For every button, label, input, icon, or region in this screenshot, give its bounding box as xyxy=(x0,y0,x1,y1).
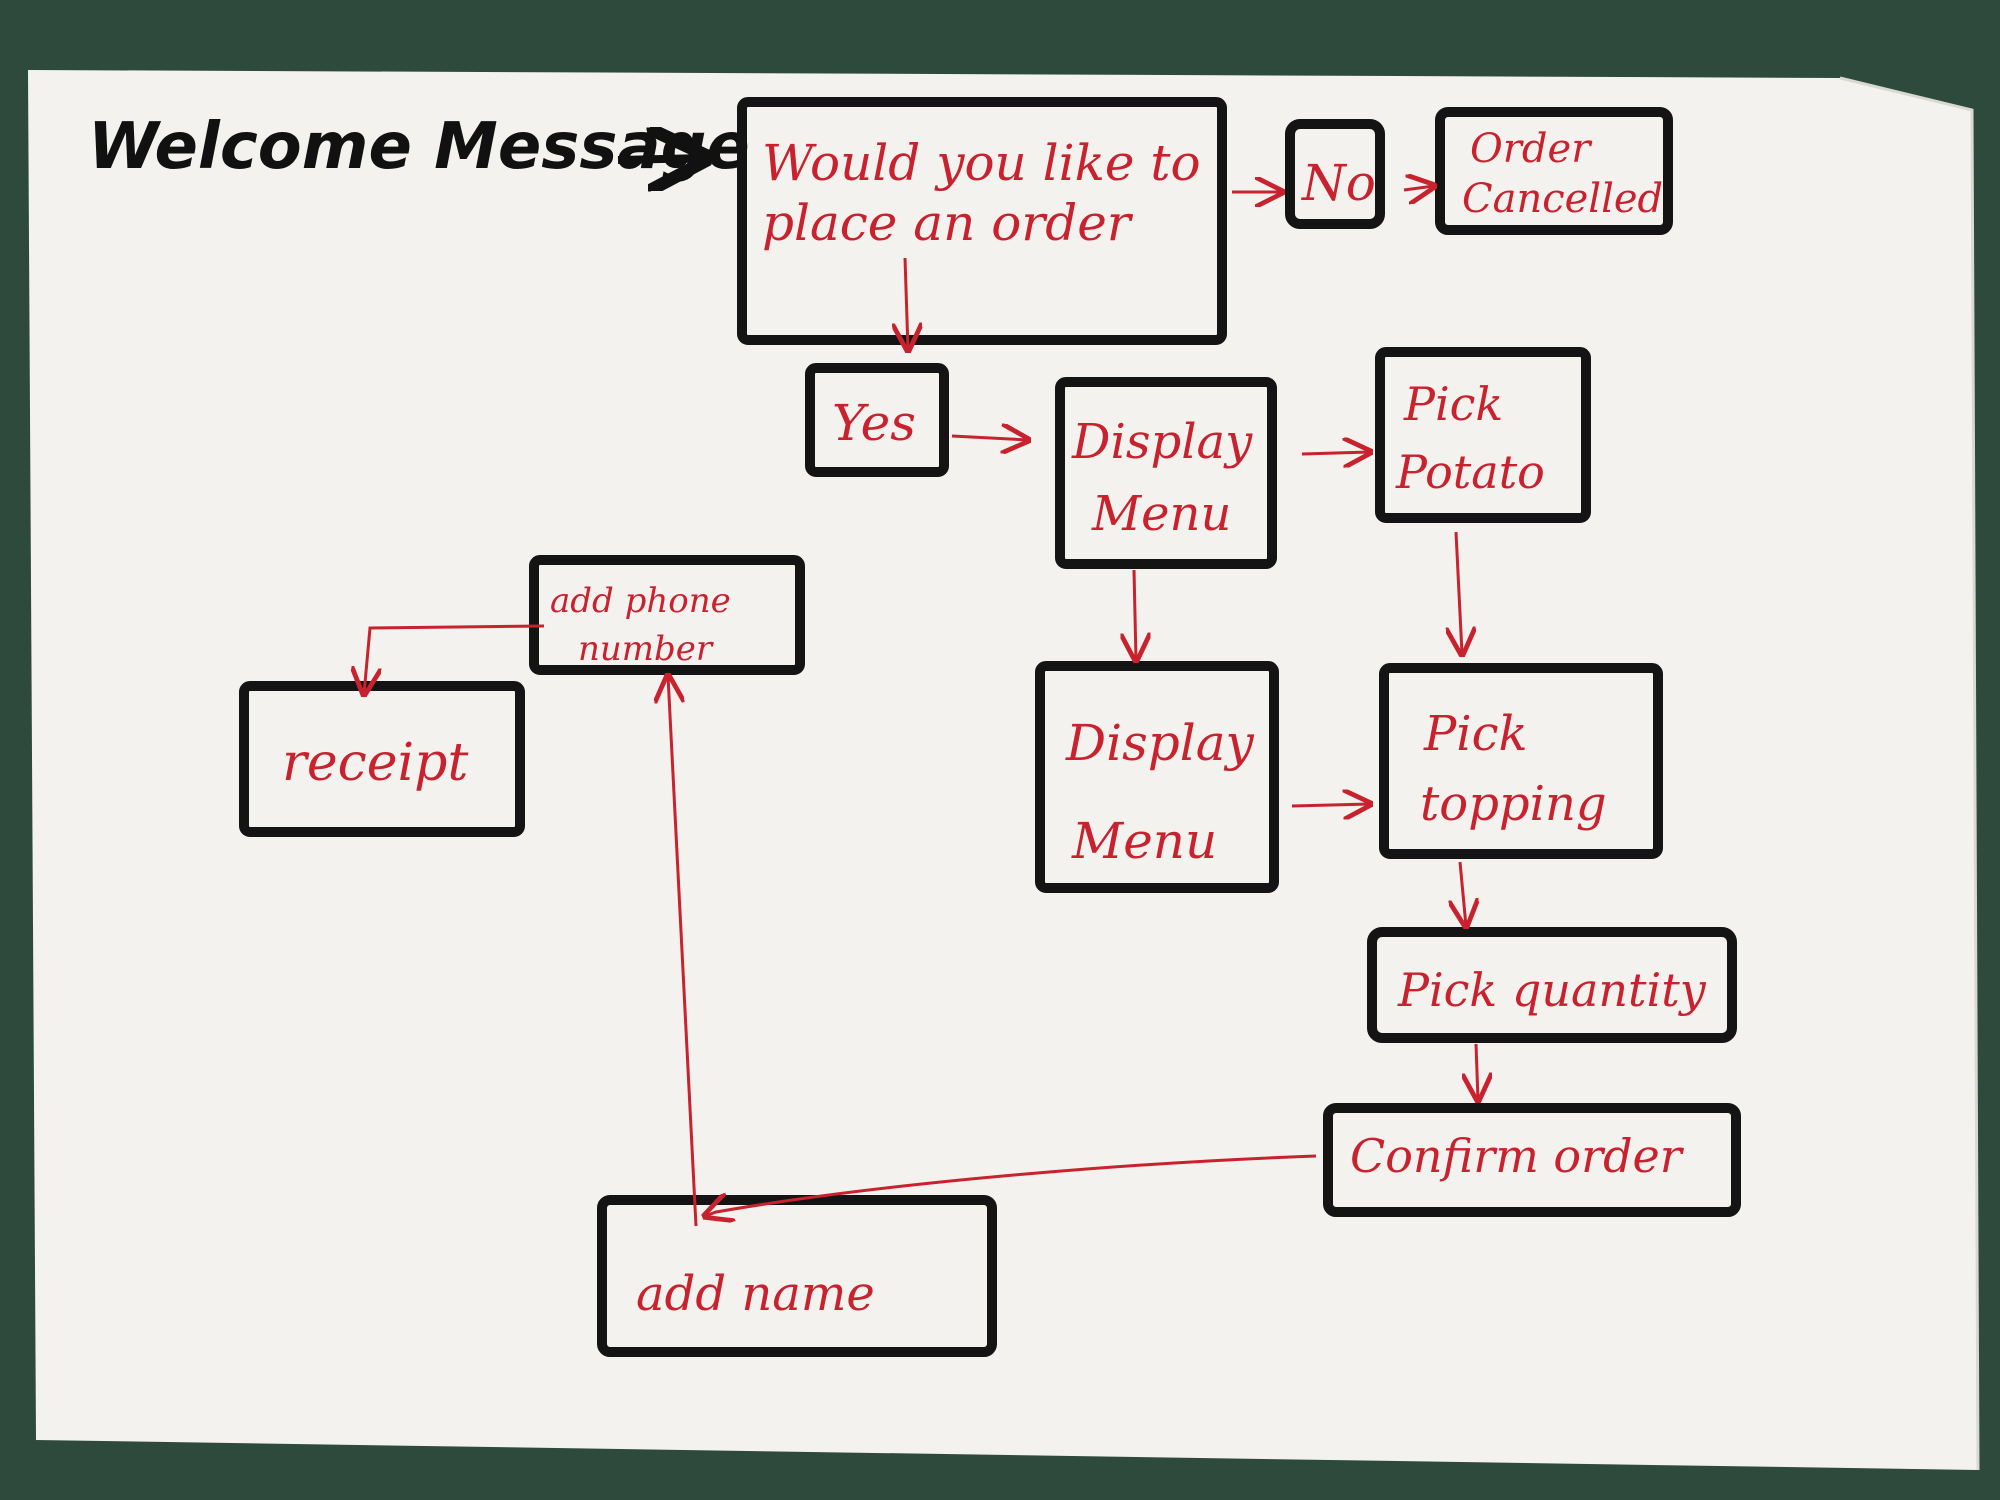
display-menu-1-line1: Display xyxy=(1071,414,1253,470)
receipt-label: receipt xyxy=(282,733,468,793)
place-order-line2: place an order xyxy=(762,194,1134,252)
pick-topping-line2: topping xyxy=(1420,776,1607,832)
welcome-message-title: Welcome Message xyxy=(88,110,750,184)
add-name-label: add name xyxy=(636,1266,875,1322)
arrow-pick-quantity-to-confirm-order xyxy=(1476,1043,1478,1100)
arrow-display-menu-to-pick-potato xyxy=(1301,452,1370,454)
display-menu-2-line2: Menu xyxy=(1071,812,1217,870)
node-yes: Yes xyxy=(805,363,949,477)
order-cancelled-line2: Cancelled xyxy=(1462,176,1663,222)
node-confirm-order: Confirm order xyxy=(1323,1103,1741,1217)
paper-shadow-edge xyxy=(1839,76,1980,1471)
arrow-add-name-to-add-phone xyxy=(668,676,698,1227)
node-display-menu-2: Display Menu xyxy=(1035,661,1279,893)
display-menu-2-line1: Display xyxy=(1065,714,1255,772)
arrow-yes-to-display-menu xyxy=(951,436,1028,440)
node-pick-topping: Pick topping xyxy=(1379,663,1663,859)
order-cancelled-line1: Order xyxy=(1470,126,1593,172)
node-receipt: receipt xyxy=(239,681,525,837)
paper-sheet xyxy=(28,70,1978,1470)
arrow-confirm-order-to-add-name xyxy=(705,1154,1317,1216)
arrow-place-order-to-yes xyxy=(905,257,908,350)
node-order-cancelled: Order Cancelled xyxy=(1435,107,1673,235)
pick-topping-line1: Pick xyxy=(1423,706,1528,762)
place-order-line1: Would you like to xyxy=(762,134,1201,192)
node-display-menu-1: Display Menu xyxy=(1055,377,1277,569)
node-pick-quantity: Pick quantity xyxy=(1367,927,1737,1043)
node-pick-potato: Pick Potato xyxy=(1375,347,1591,523)
add-phone-line2: number xyxy=(578,629,714,669)
arrow-no-to-cancelled xyxy=(1403,186,1434,190)
node-no: No xyxy=(1285,119,1385,229)
confirm-order-label: Confirm order xyxy=(1350,1129,1685,1183)
no-label: No xyxy=(1301,154,1376,212)
arrow-pick-topping-to-pick-quantity xyxy=(1460,861,1466,926)
pick-potato-line2: Potato xyxy=(1395,445,1545,499)
pick-quantity-label: Pick quantity xyxy=(1397,963,1707,1017)
arrow-add-phone-to-receipt xyxy=(364,624,545,694)
node-add-phone-number: add phone number xyxy=(529,555,805,675)
arrow-display-menu-to-display-menu-2 xyxy=(1134,569,1136,660)
arrow-display-menu-2-to-pick-topping xyxy=(1291,804,1370,806)
arrow-welcome-to-place-order xyxy=(617,158,705,160)
arrow-pick-potato-to-pick-topping xyxy=(1456,531,1462,654)
pick-potato-line1: Pick xyxy=(1403,377,1503,431)
yes-label: Yes xyxy=(832,394,916,452)
node-place-order: Would you like to place an order xyxy=(737,97,1227,345)
display-menu-1-line2: Menu xyxy=(1091,486,1231,542)
add-phone-line1: add phone xyxy=(550,581,731,621)
